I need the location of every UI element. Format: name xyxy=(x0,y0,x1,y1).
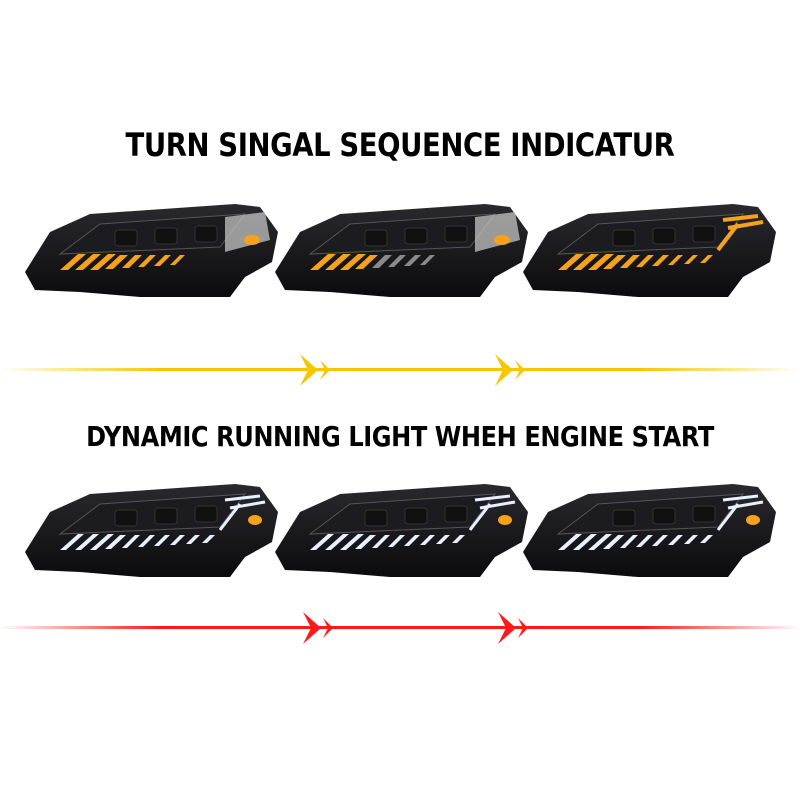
headlamp-turn-frame-3 xyxy=(523,204,776,297)
double-chevron-right-icon xyxy=(300,354,330,386)
double-chevron-right-icon xyxy=(303,612,333,644)
yellow-progress-line xyxy=(0,368,800,371)
red-progress-line xyxy=(0,626,800,629)
headlamp-drl-frame-2 xyxy=(275,484,528,577)
headlamp-drl-frame-3 xyxy=(523,484,776,577)
running-light-title: DYNAMIC RUNNING LIGHT WHEH ENGINE START xyxy=(86,420,714,453)
turn-signal-title: TURN SINGAL SEQUENCE INDICATUR xyxy=(125,126,675,164)
double-chevron-right-icon xyxy=(498,612,528,644)
headlamp-drl-frame-1 xyxy=(25,484,278,577)
headlamp-turn-frame-1 xyxy=(25,204,278,297)
double-chevron-right-icon xyxy=(495,354,525,386)
headlamp-turn-frame-2 xyxy=(275,204,528,297)
